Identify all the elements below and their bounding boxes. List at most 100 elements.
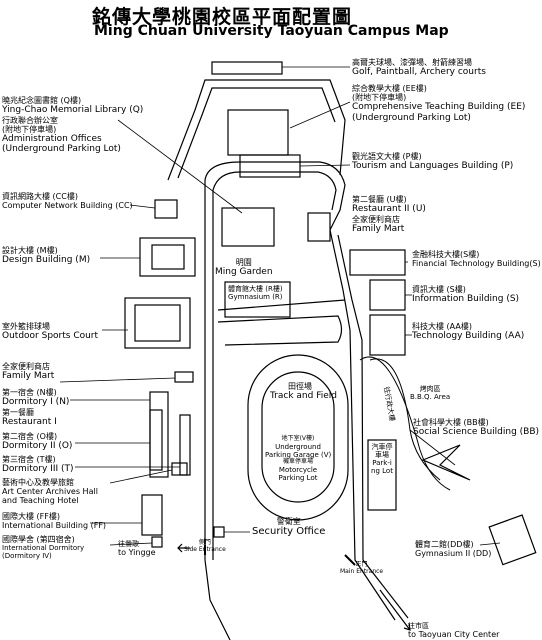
label-track-en: Track and Field bbox=[270, 391, 337, 402]
building-golf bbox=[211, 61, 283, 75]
direction-city-zh: 往市區 bbox=[408, 622, 429, 630]
east-road-inner bbox=[337, 234, 409, 619]
label-bbq[interactable]: 烤肉區 B.B.Q. Area bbox=[410, 385, 450, 401]
label-mart-zh: 全家便利商店 bbox=[2, 362, 50, 371]
walkway bbox=[359, 356, 451, 491]
building-t bbox=[179, 414, 191, 476]
label-p-zh: 觀光語文大樓 (P樓) bbox=[352, 152, 422, 161]
label-q-en2: Administration Offices bbox=[2, 133, 102, 144]
building-ff bbox=[141, 494, 163, 536]
building-dd bbox=[488, 514, 537, 566]
label-parking[interactable]: 汽車停車場 Park-ing Lot bbox=[370, 443, 394, 475]
label-parking-zh: 汽車停車場 bbox=[371, 443, 393, 460]
label-bbq-en: B.B.Q. Area bbox=[410, 393, 451, 402]
label-court-zh: 室外籃排球場 bbox=[2, 322, 50, 331]
label-m-zh: 設計大樓 (M樓) bbox=[2, 246, 58, 255]
label-garden-zh: 明園 bbox=[235, 258, 252, 267]
label-v[interactable]: 地下室(V樓) Underground Parking Garage (V) 機… bbox=[265, 435, 331, 482]
label-q-zh3: (附地下停車場) bbox=[2, 124, 57, 134]
label-ee-zh2: (附地下停車場) bbox=[352, 93, 407, 103]
label-o-zh: 第二宿舍 (O樓) bbox=[2, 432, 58, 441]
label-track[interactable]: 田徑場 Track and Field bbox=[270, 382, 337, 402]
building-ftech bbox=[349, 249, 406, 276]
building-r bbox=[224, 281, 291, 318]
label-s-zh: 資訊大樓 (S樓) bbox=[412, 285, 466, 294]
label-ff[interactable]: 國際大樓 (FF樓) International Building (FF) bbox=[2, 512, 106, 530]
campus-ring-road bbox=[204, 161, 346, 231]
label-ee-en2: (Underground Parking Lot) bbox=[352, 112, 471, 123]
label-u[interactable]: 第二餐廳 (U樓) Restaurant II (U) 全家便利商店 Famil… bbox=[352, 195, 426, 234]
label-ee[interactable]: 綜合教學大樓 (EE樓) (附地下停車場) Comprehensive Teac… bbox=[352, 84, 525, 123]
label-q-en3: (Underground Parking Lot) bbox=[2, 144, 121, 155]
label-n-zh: 第一宿舍 (N樓) bbox=[2, 388, 57, 397]
label-iv-en: International Dormitory bbox=[2, 544, 85, 553]
label-ee-en: Comprehensive Teaching Building (EE) bbox=[352, 102, 526, 113]
label-ftech[interactable]: 金融科技大樓(S樓) Financial Technology Building… bbox=[412, 250, 541, 268]
ee-compound-inner bbox=[177, 87, 336, 179]
label-u-zh: 第二餐廳 (U樓) bbox=[352, 195, 407, 204]
leader-bb bbox=[409, 429, 456, 466]
leader-cc bbox=[129, 204, 156, 209]
label-garden[interactable]: 明園 Ming Garden bbox=[215, 258, 273, 278]
label-iv-zh: 國際學舍 (第四宿舍) bbox=[2, 535, 75, 544]
label-q[interactable]: 曉兆紀念圖書館 (Q樓) Ying-Chao Memorial Library … bbox=[2, 96, 143, 155]
label-m[interactable]: 設計大樓 (M樓) Design Building (M) bbox=[2, 246, 90, 266]
label-n[interactable]: 第一宿舍 (N樓) Dormitory I (N) 第一餐廳 Restauran… bbox=[2, 388, 69, 427]
building-art bbox=[171, 462, 188, 476]
building-s bbox=[369, 279, 406, 311]
label-u-en2: Family Mart bbox=[352, 223, 405, 234]
label-cc[interactable]: 資訊網路大樓 (CC樓) Computer Network Building (… bbox=[2, 192, 133, 210]
label-bb[interactable]: 社會科學大樓 (BB樓) Social Science Building (BB… bbox=[413, 418, 539, 438]
gate-side-zh: 側門 bbox=[198, 539, 211, 546]
gate-side-en: Side Entrance bbox=[184, 545, 226, 553]
label-s[interactable]: 資訊大樓 (S樓) Information Building (S) bbox=[412, 285, 519, 305]
direction-yingge-zh: 往鶯歌 bbox=[118, 540, 139, 548]
label-security-en: Security Office bbox=[252, 526, 326, 538]
ee-compound-outline bbox=[167, 79, 346, 181]
label-n-en: Dormitory I (N) bbox=[2, 397, 70, 408]
label-iv[interactable]: 國際學舍 (第四宿舍) International Dormitory (Dor… bbox=[2, 535, 84, 560]
gate-main-en: Main Entrance bbox=[340, 567, 384, 575]
building-bb bbox=[421, 444, 471, 481]
building-m-inner bbox=[151, 244, 185, 270]
label-r-zh: 體育館大樓 (R樓) bbox=[228, 285, 283, 293]
building-mart bbox=[174, 371, 194, 383]
label-o[interactable]: 第二宿舍 (O樓) Dormitory II (O) bbox=[2, 432, 72, 452]
label-m-en: Design Building (M) bbox=[2, 255, 91, 266]
leader-dd bbox=[479, 542, 501, 546]
west-road bbox=[204, 180, 231, 640]
label-p[interactable]: 觀光語文大樓 (P樓) Tourism and Languages Buildi… bbox=[352, 152, 513, 172]
label-garden-en: Ming Garden bbox=[215, 267, 273, 278]
gate-side[interactable]: 側門 Side Entrance bbox=[184, 539, 226, 554]
label-art-en2: and Teaching Hotel bbox=[2, 496, 79, 506]
label-dd[interactable]: 體育二館(DD樓) Gymnasium II (DD) bbox=[415, 540, 491, 558]
leader-ee bbox=[289, 101, 351, 129]
label-t-zh: 第三宿舍 (T樓) bbox=[2, 455, 56, 464]
label-golf[interactable]: 高爾夫球場、漆彈場、射箭練習場 Golf, Paintball, Archery… bbox=[352, 58, 486, 78]
building-p bbox=[239, 154, 301, 178]
track-inner bbox=[261, 371, 335, 503]
direction-city-en: to Taoyuan City Center bbox=[408, 630, 500, 640]
label-v-zh: 地下室(V樓) bbox=[281, 435, 315, 442]
map-title-en: Ming Chuan University Taoyuan Campus Map bbox=[94, 23, 449, 39]
building-u bbox=[307, 212, 331, 242]
label-art[interactable]: 藝術中心及教學旅館 Art Center Archives Hall and T… bbox=[2, 478, 98, 506]
label-bbq-zh: 烤肉區 bbox=[419, 385, 441, 393]
label-court[interactable]: 室外籃排球場 Outdoor Sports Court bbox=[2, 322, 98, 342]
direction-yingge: 往鶯歌 to Yingge bbox=[118, 540, 156, 557]
label-aa-en: Technology Building (AA) bbox=[412, 331, 525, 342]
label-aa[interactable]: 科技大樓 (AA樓) Technology Building (AA) bbox=[412, 322, 524, 342]
label-cc-zh: 資訊網路大樓 (CC樓) bbox=[2, 192, 78, 201]
label-mart-en: Family Mart bbox=[2, 371, 55, 382]
gate-main[interactable]: 正門 Main Entrance bbox=[340, 561, 384, 576]
label-ee-zh: 綜合教學大樓 (EE樓) bbox=[352, 84, 427, 93]
map-title-zh: 銘傳大學桃園校區平面配置圖 bbox=[92, 6, 353, 28]
building-n bbox=[149, 391, 169, 478]
label-mart[interactable]: 全家便利商店 Family Mart bbox=[2, 362, 54, 382]
label-t[interactable]: 第三宿舍 (T樓) Dormitory III (T) bbox=[2, 455, 74, 475]
label-r[interactable]: 體育館大樓 (R樓) Gymnasium (R) bbox=[228, 285, 283, 301]
building-o bbox=[149, 409, 163, 471]
label-v-zh2: 機車停車場 bbox=[282, 457, 313, 465]
building-aa bbox=[369, 314, 406, 356]
label-security[interactable]: 警衛室 Security Office bbox=[252, 517, 325, 538]
